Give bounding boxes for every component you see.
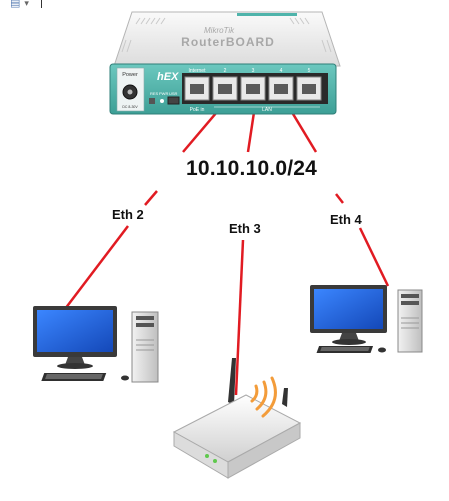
ap-led-2	[213, 459, 217, 463]
usb-port[interactable]	[167, 96, 180, 105]
left-mouse	[121, 375, 129, 381]
link-label-eth3: Eth 3	[229, 221, 261, 236]
text-cursor	[40, 0, 42, 9]
router-vents	[121, 17, 332, 53]
left-monitor-stand	[65, 357, 85, 365]
lan-label: LAN	[262, 107, 272, 113]
pwr-label: PWR	[159, 91, 168, 96]
right-pc	[310, 285, 423, 353]
link-label-eth2: Eth 2	[112, 207, 144, 222]
usr-label: USR	[169, 91, 178, 96]
link-line-eth4-lower	[335, 193, 344, 204]
document-icon[interactable]: ▤	[10, 0, 21, 9]
poe-label: PoE in	[190, 107, 205, 113]
toolbar: ▤▾	[10, 0, 42, 9]
left-tower	[131, 311, 159, 383]
router-brand: MikroTik	[204, 26, 235, 35]
right-monitor-stand	[339, 333, 359, 341]
router-led-strip	[237, 13, 297, 16]
port-label-3: 3	[252, 68, 255, 74]
port-label-5: 5	[308, 68, 311, 74]
link-line-eth3-to-ap	[234, 239, 245, 396]
port-label-4: 4	[280, 68, 283, 74]
left-pc	[33, 306, 159, 383]
pwr-led	[160, 99, 164, 103]
router: MikroTik RouterBOARD Power DC 8-30V hEX …	[109, 11, 341, 115]
ap-antenna-left	[228, 358, 236, 405]
link-line-eth4-to-pc	[358, 227, 390, 287]
right-monitor-screen	[314, 289, 383, 329]
right-tower	[397, 289, 423, 353]
router-product-line: RouterBOARD	[181, 35, 275, 49]
left-monitor-screen	[37, 310, 113, 352]
subnet-label: 10.10.10.0/24	[186, 157, 318, 180]
ap-antenna-right	[282, 388, 288, 407]
wifi-icon	[250, 376, 277, 418]
model-label: hEX	[157, 71, 179, 83]
rst-label: RES	[150, 91, 159, 96]
port-label-1: Internet	[189, 68, 207, 74]
link-line-eth2-lower	[144, 190, 158, 206]
link-line-eth2-to-pc	[64, 225, 129, 310]
port-label-2: 2	[224, 68, 227, 74]
ap-body-side	[227, 422, 301, 479]
router-top	[113, 11, 341, 67]
chevron-down-icon[interactable]: ▾	[24, 0, 29, 8]
dc-label: DC 8-30V	[122, 105, 138, 109]
wireless-access-point	[172, 358, 302, 479]
power-label: Power	[122, 72, 138, 78]
right-mouse	[378, 347, 386, 353]
ap-led-1	[205, 454, 209, 458]
reset-button[interactable]	[149, 98, 155, 104]
link-label-eth4: Eth 4	[330, 212, 362, 227]
ethernet-ports	[184, 76, 322, 101]
